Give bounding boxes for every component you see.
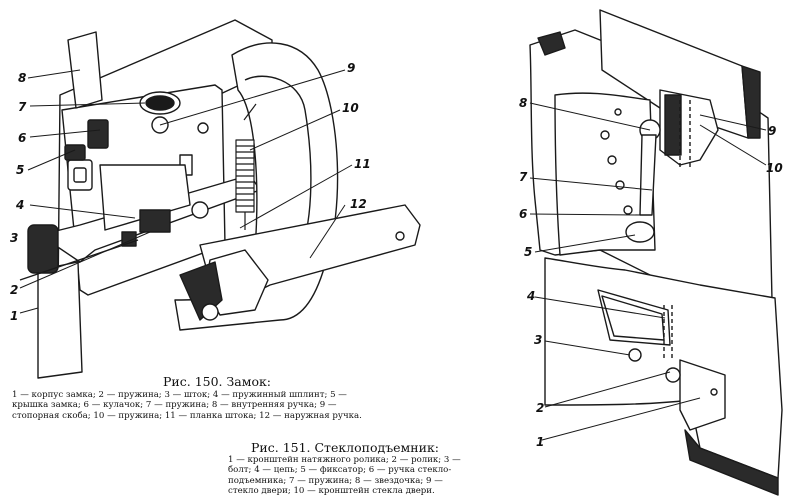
callout-150-9: 9	[347, 61, 356, 75]
top-tab	[67, 31, 103, 109]
callout-150-5: 5	[16, 163, 25, 177]
figure-150-caption: 1 — корпус замка; 2 — пружина; 3 — шток;…	[12, 390, 410, 421]
callout-151-10: 10	[766, 161, 783, 175]
caption-line: 1 — кронштейн натяжного ролика; 2 — роли…	[228, 455, 461, 465]
callout-151-4: 4	[527, 289, 536, 303]
caption-line: болт; 4 — цепь; 5 — фиксатор; 6 — ручка …	[228, 465, 452, 476]
chain-upper	[679, 100, 691, 170]
caption-line: крышка замка; 6 — кулачок; 7 — пружина; …	[12, 400, 337, 411]
figure-150-caption-title: Рис. 150. Замок:	[163, 374, 272, 389]
chain-lower	[663, 305, 673, 360]
callout-150-3: 3	[10, 231, 19, 245]
caption-line: стопорная скоба; 10 — пружина; 11 — план…	[12, 410, 362, 421]
figure-151-caption: 1 — кронштейн натяжного ролика; 2 — роли…	[228, 455, 500, 497]
callout-151-3: 3	[534, 333, 543, 347]
callout-150-10: 10	[342, 101, 359, 115]
callout-150-1: 1	[10, 309, 19, 323]
callout-151-9: 9	[768, 124, 777, 138]
callout-151-8: 8	[519, 96, 528, 110]
callout-151-2: 2	[536, 401, 545, 415]
figure-151-caption-title: Рис. 151. Стеклоподъемник:	[251, 440, 439, 455]
callout-150-11: 11	[354, 157, 371, 171]
caption-line: подъемника; 7 — пружина; 8 — звездочка; …	[228, 475, 443, 486]
callout-151-1: 1	[536, 435, 545, 449]
callout-150-2: 2	[10, 283, 19, 297]
callout-151-7: 7	[519, 170, 528, 184]
callout-150-8: 8	[18, 71, 27, 85]
callout-150-4: 4	[16, 198, 25, 212]
callout-150-7: 7	[18, 100, 27, 114]
stem-knob	[27, 224, 59, 274]
caption-line: стекло двери; 10 — кронштейн стекла двер…	[228, 486, 435, 497]
callout-151-5: 5	[524, 245, 533, 259]
caption-line: 1 — корпус замка; 2 — пружина; 3 — шток;…	[12, 390, 347, 400]
spring-10	[235, 103, 257, 230]
callout-150-6: 6	[18, 131, 27, 145]
callout-151-6: 6	[519, 207, 528, 221]
callout-150-12: 12	[350, 197, 367, 211]
